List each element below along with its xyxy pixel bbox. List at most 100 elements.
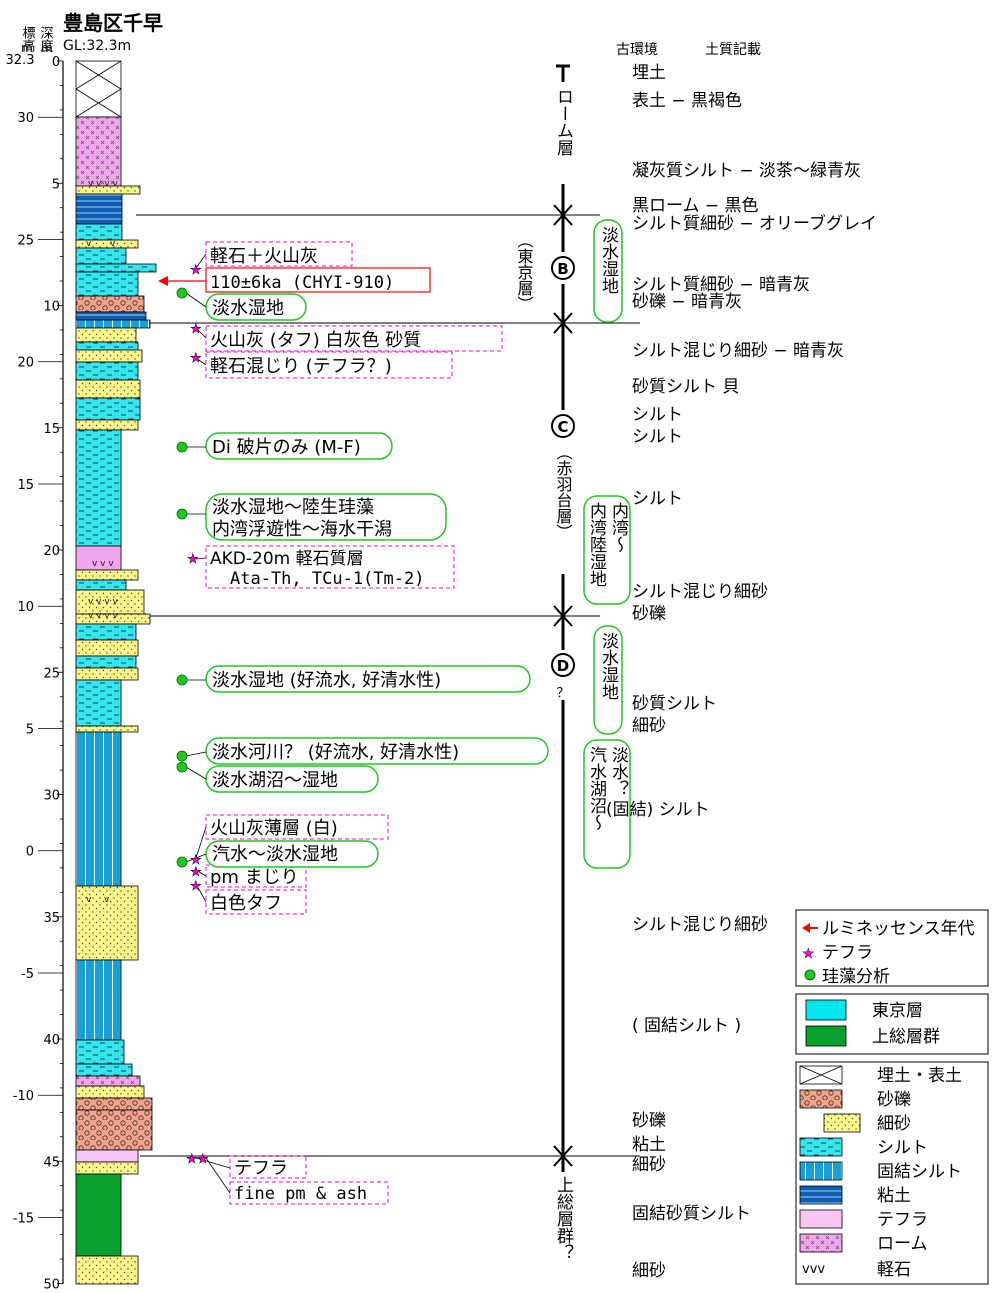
- stratigraphy-labels: ローム層 （東京層） B C （赤羽台層） D ？ 上総層群？: [515, 88, 575, 1261]
- ann-freshwater-river: 淡水河川？ (好流水, 好清水性): [212, 742, 459, 763]
- depth-tick-label: 50: [43, 1278, 60, 1293]
- soil-desc-item: 細砂: [632, 716, 666, 736]
- legend-formations: 東京層 上総層群: [795, 993, 989, 1055]
- paleo-d2-text-1: 淡水？: [608, 746, 629, 797]
- unit-b-marker: [551, 256, 575, 280]
- elevation-tick-label: 25: [17, 233, 34, 248]
- elevation-tick-label: 20: [17, 356, 34, 371]
- unit-boundaries: [136, 214, 640, 1157]
- soil-desc-item: 凝灰質シルト − 淡茶〜緑青灰: [632, 161, 861, 181]
- svg-text:★: ★: [190, 865, 202, 880]
- unit-c-marker: [551, 414, 575, 438]
- paleo-b-text: 淡水湿地: [598, 226, 619, 294]
- unit-c-letter: C: [557, 418, 568, 436]
- legend-lithology: 埋土・表土 砂礫 細砂 シルト 固結シルト 粘土 テフラ ローム ⅴⅴⅴ 軽石: [795, 1061, 989, 1285]
- annotations: ★ ★ ★ ★ ★ ★ ★ ★ ★ 軽石＋火山灰 110±6ka (CHYI-9…: [158, 241, 549, 1205]
- ann-pm-mixed: pm まじり: [210, 867, 299, 888]
- svg-text:v: v: [86, 895, 92, 905]
- paleo-c-text-2: 内湾陸湿地: [586, 502, 607, 587]
- tephra-star-1: ★: [190, 263, 202, 278]
- soil-desc-item: シルト: [632, 489, 683, 509]
- soil-desc-item: 細砂: [632, 1261, 666, 1281]
- legend-tokyo-swatch: [805, 999, 847, 1021]
- legend-loam: ローム: [877, 1234, 928, 1254]
- kazusa-unit-label: 上総層群？: [553, 1176, 574, 1261]
- legend-luminescence: ルミネッセンス年代: [822, 919, 975, 939]
- soil-desc-item: 埋土: [632, 63, 666, 83]
- legend-kazusa-swatch: [805, 1025, 847, 1047]
- soil-desc-item: シルト質細砂 − 暗青灰: [632, 275, 810, 295]
- ann-akd-pumice: AKD-20m 軽石質層: [210, 549, 364, 569]
- ann-lake-marsh: 淡水湖沼〜湿地: [212, 770, 338, 791]
- ann-volcanic-ash-tuff: 火山灰 (タフ) 白灰色 砂質: [210, 330, 421, 351]
- soil-desc-item: 細砂: [632, 1155, 666, 1175]
- svg-text:v: v: [110, 239, 116, 249]
- unit-d-letter: D: [557, 657, 569, 675]
- legend-tephra-symbol: テフラ: [822, 943, 873, 963]
- ann-luminescence-age: 110±6ka (CHYI-910): [210, 273, 394, 293]
- legend-silt: シルト: [877, 1138, 928, 1158]
- page-title: 豊島区千早: [63, 11, 163, 35]
- legend-diatom: 珪藻分析: [822, 967, 890, 987]
- loam-unit-label: ローム層: [553, 88, 574, 156]
- paleo-env-boxes: 淡水湿地 内湾〜 内湾陸湿地 淡水湿地 淡水？ 汽水湖沼〜: [583, 219, 631, 869]
- unit-d-marker: [551, 653, 575, 677]
- legend-gravel: 砂礫: [877, 1090, 911, 1110]
- soil-desc-item: 表土 − 黒褐色: [632, 91, 742, 111]
- legend-fine-sand: 細砂: [877, 1114, 911, 1134]
- legend-clay: 粘土: [877, 1186, 911, 1206]
- legend-star-icon: ★: [802, 946, 815, 962]
- soil-desc-item: 粘土: [632, 1135, 666, 1155]
- elevation-tick-label: 15: [17, 478, 34, 493]
- legend-pumice: 軽石: [877, 1260, 911, 1280]
- soil-desc-item: シルト: [632, 427, 683, 447]
- svg-text:v v v v: v v v v: [88, 611, 119, 621]
- soil-desc-item: シルト: [632, 405, 683, 425]
- paleo-d1-text: 淡水湿地: [598, 632, 619, 700]
- stratigraphy-bar: [553, 64, 573, 1172]
- unit-b-letter: B: [557, 260, 568, 278]
- top-elevation: 32.3: [6, 53, 35, 68]
- elevation-tick-label: -15: [13, 1211, 34, 1226]
- ann-pumice-mixed: 軽石混じり (テフラ？): [210, 356, 392, 377]
- soil-desc-item: 砂礫 − 暗青灰: [632, 292, 742, 312]
- header: 標高 深度 m m 32.3 0 豊島区千早 GL:32.3m 古環境 土質記載: [6, 11, 761, 70]
- svg-text:★: ★: [190, 351, 202, 366]
- elevation-tick-label: -5: [21, 967, 34, 982]
- depth-tick-label: 40: [43, 1033, 60, 1048]
- soil-desc-item: シルト質細砂 − オリーブグレイ: [632, 213, 877, 234]
- elevation-tick-label: 0: [26, 845, 34, 860]
- svg-text:★: ★: [190, 853, 202, 868]
- ann-brackish-marsh: 汽水〜淡水湿地: [212, 844, 338, 865]
- paleo-box-d1: [593, 625, 623, 735]
- depth-tick-label: 5: [52, 177, 60, 192]
- elev-unit: m: [21, 41, 33, 55]
- ann-freshwater-marsh-1: 淡水湿地: [212, 298, 284, 319]
- ann-tephra: テフラ: [234, 1158, 288, 1179]
- soil-desc-item: (固結) シルト: [606, 800, 710, 820]
- svg-text:v: v: [86, 239, 92, 249]
- elevation-tick-label: -10: [13, 1089, 34, 1104]
- lithology-column: v v v v v v v v v v v v v v v v v v v: [75, 60, 157, 1285]
- depth-tick-label: 20: [43, 544, 60, 559]
- elevation-tick-label: 30: [17, 111, 34, 126]
- soil-desc-item: シルト混じり細砂 − 暗青灰: [632, 341, 844, 361]
- soil-desc-item: シルト混じり細砂: [632, 582, 768, 602]
- elevation-tick-label: 5: [26, 722, 34, 737]
- ann-thin-ash: 火山灰薄層 (白): [210, 818, 338, 839]
- elevation-tick-label: 10: [17, 600, 34, 615]
- soil-desc-item: 砂礫: [632, 1111, 666, 1131]
- soil-desc-item: ( 固結シルト ): [632, 1016, 741, 1036]
- svg-text:★: ★: [190, 322, 202, 337]
- depth-label: 深度: [38, 26, 54, 52]
- soil-desc-item: 砂質シルト: [632, 694, 717, 714]
- ann-fine-pm-ash: fine pm & ash: [234, 1184, 367, 1204]
- paleo-d2-text-2: 汽水湖沼〜: [586, 746, 607, 831]
- unit-b-name: （東京層）: [515, 232, 534, 312]
- depth-unit: m: [41, 41, 53, 55]
- ann-di-fragments: Di 破片のみ (M-F): [212, 437, 361, 458]
- ann-ata-th: Ata-Th, TCu-1(Tm-2): [230, 569, 424, 589]
- legend-tokyo: 東京層: [872, 1001, 923, 1021]
- svg-text:v v v v: v v v v: [88, 597, 119, 607]
